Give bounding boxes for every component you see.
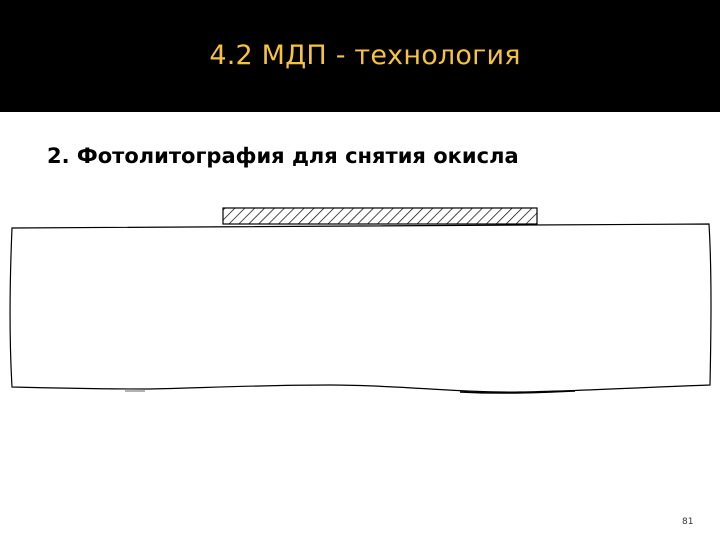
substrate-bottom-shadow: [459, 390, 576, 394]
slide-title: 4.2 МДП - технология: [209, 40, 521, 71]
title-bar: [0, 0, 720, 112]
step-heading: 2. Фотолитография для снятия окисла: [47, 144, 519, 168]
page-number: 81: [682, 517, 694, 527]
process-diagram: [9, 207, 712, 394]
photoresist-layer: [222, 207, 538, 225]
substrate-block: [9, 223, 712, 393]
